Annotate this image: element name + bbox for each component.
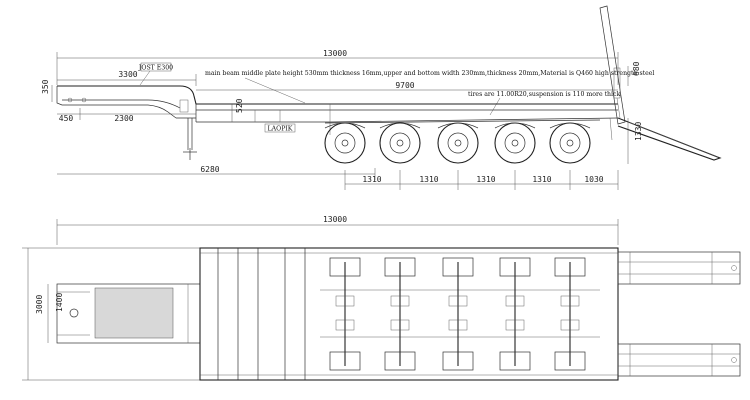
gooseneck-deck-label: 2300: [114, 114, 133, 123]
axle-assembly: [554, 257, 586, 371]
side-wheel: [494, 122, 536, 164]
tire-callout: tires are 11.00R20,suspension is 110 mor…: [468, 91, 620, 116]
deck-height-label: 1330: [634, 122, 643, 141]
axle-spacing-label: 1310: [419, 175, 438, 184]
lower-dimensions: 450 2300: [57, 108, 196, 123]
axle-assembly: [329, 257, 361, 371]
kingpin-label: JOST E300: [138, 65, 173, 72]
ramp-dim-label: 680: [632, 61, 641, 76]
side-wheel: [549, 122, 591, 164]
gooseneck-frame: [56, 85, 618, 122]
overall-length-dimension: 13000: [56, 49, 619, 85]
axle-assembly: [499, 257, 531, 371]
gooseneck-width-label: 1400: [55, 293, 64, 312]
neck-height-label: 350: [41, 79, 50, 94]
platform-length-dimension: 9700: [196, 81, 618, 91]
overall-width-label: 3000: [35, 295, 44, 314]
axle-spacing-label: 1310: [532, 175, 551, 184]
side-wheel: [379, 122, 421, 164]
rear-ramp: [599, 5, 722, 161]
neck-height-dimension: 350: [41, 79, 53, 102]
top-axles: [329, 257, 586, 371]
rear-height-dimensions: 680 1330: [627, 61, 643, 164]
beam-height-dimension: 520: [231, 98, 244, 122]
landing-gear-distance-label: 6280: [200, 165, 219, 174]
tire-note: tires are 11.00R20,suspension is 110 mor…: [468, 91, 620, 98]
neck-length-dimension: 3300: [57, 70, 197, 86]
side-view: 13000 3300 JOST E300 main beam middle pl…: [41, 5, 722, 190]
main-beam-callout: main beam middle plate height 530mm thic…: [205, 70, 654, 104]
overall-width-dimension: 3000: [22, 247, 200, 381]
neck-length-label: 3300: [118, 70, 137, 79]
kingpin-offset-label: 450: [59, 114, 74, 123]
overall-length-label: 13000: [323, 49, 347, 58]
kingpin-callout: JOST E300: [138, 62, 173, 86]
landing-gear: [183, 118, 197, 160]
axle-spacing-dimensions: 1310 1310 1310 1310 1030: [344, 170, 619, 190]
landing-gear-distance-dimension: 6280: [57, 165, 376, 180]
side-wheel: [437, 122, 479, 164]
main-platform-top: [199, 247, 619, 381]
beam-height-label: 520: [235, 98, 244, 113]
platform-length-label: 9700: [395, 81, 414, 90]
rear-ramps-top: [617, 251, 741, 377]
plate-label: LAOPIK: [268, 126, 293, 133]
side-wheels: [324, 117, 613, 164]
gooseneck-top: [56, 283, 201, 344]
axle-spacing-label: 1310: [476, 175, 495, 184]
rear-overhang-label: 1030: [584, 175, 603, 184]
axle-assembly: [442, 257, 474, 371]
axle-spacing-label: 1310: [362, 175, 381, 184]
axle-assembly: [384, 257, 416, 371]
gooseneck-width-dimension: 1400: [47, 284, 64, 343]
main-beam-note: main beam middle plate height 530mm thic…: [205, 70, 654, 77]
main-deck-beam: LAOPIK: [196, 103, 619, 135]
top-view: 13000 3000 1400: [22, 215, 741, 381]
top-overall-length-dimension: 13000: [56, 215, 619, 245]
top-overall-length-label: 13000: [323, 215, 347, 224]
side-wheel: [324, 122, 366, 164]
